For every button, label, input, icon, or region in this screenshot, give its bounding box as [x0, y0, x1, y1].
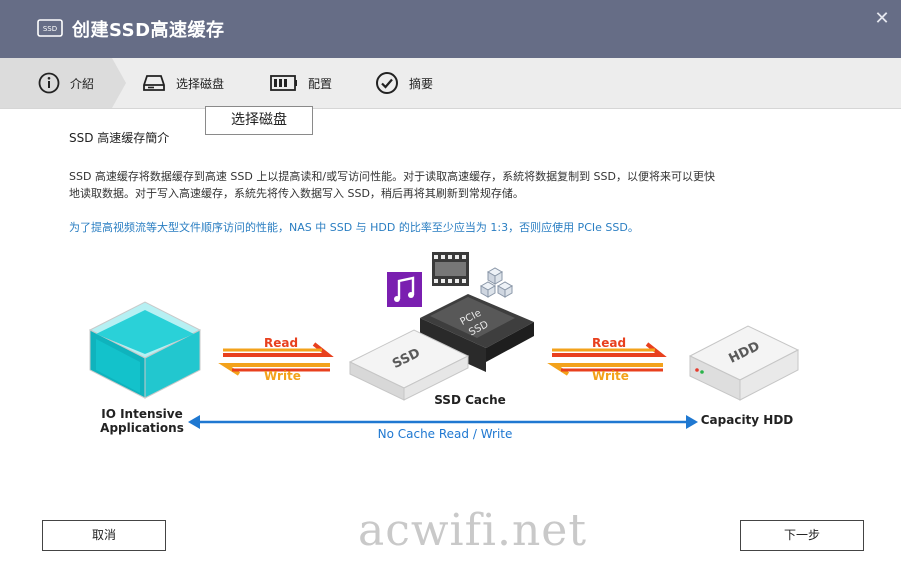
- step-label: 选择磁盘: [176, 76, 225, 91]
- disk-icon: [143, 75, 165, 91]
- cancel-button[interactable]: 取消: [42, 520, 166, 551]
- title-bar: SSD 创建SSD高速缓存 ✕: [0, 0, 901, 58]
- select-disk-tooltip: 选择磁盘: [205, 106, 313, 135]
- step-active-arrow: [112, 58, 126, 108]
- left-read-write-arrows: [218, 342, 334, 376]
- step-summary: 摘要: [375, 58, 433, 108]
- film-icon: [432, 252, 469, 286]
- right-read-label: Read: [592, 336, 627, 350]
- left-write-label: Write: [264, 369, 301, 383]
- left-read-label: Read: [264, 336, 299, 350]
- no-cache-double-arrow: [188, 415, 698, 429]
- close-icon[interactable]: ✕: [874, 8, 890, 29]
- capacity-hdd-label: Capacity HDD: [700, 413, 794, 427]
- right-write-label: Write: [592, 369, 629, 383]
- watermark: acwifi.net: [358, 505, 588, 556]
- step-select-disk: 选择磁盘: [142, 58, 224, 108]
- close-button[interactable]: ✕: [871, 8, 893, 30]
- intro-note: 为了提高视频流等大型文件顺序访问的性能，NAS 中 SSD 与 HDD 的比率至…: [69, 221, 639, 234]
- wizard-steps: 介紹 选择磁盘 配置 摘要: [0, 58, 901, 109]
- application-cube-icon: [88, 301, 202, 399]
- step-config: 配置: [270, 58, 332, 108]
- step-intro: 介紹: [38, 58, 94, 108]
- data-blocks-icon: [479, 267, 514, 298]
- check-circle-icon: [376, 72, 398, 94]
- next-button[interactable]: 下一步: [740, 520, 864, 551]
- app-label: IO Intensive Applications: [92, 407, 192, 435]
- pcie-ssd-card-icon: PCIe SSD: [420, 294, 534, 372]
- no-cache-label: No Cache Read / Write: [377, 427, 513, 441]
- window-title: 创建SSD高速缓存: [72, 20, 225, 41]
- app-label-line-2: Applications: [100, 421, 184, 435]
- ssd-icon: SSD: [37, 19, 63, 37]
- intro-line-2: 地读取数据。对于写入高速缓存，系統先将传入数据写入 SSD，稍后再将其刷新到常规…: [69, 187, 524, 200]
- intro-line-1: SSD 高速缓存将数据缓存到高速 SSD 上以提高读和/或写访问性能。对于读取高…: [69, 170, 715, 183]
- hdd-drive-icon: HDD: [688, 325, 800, 401]
- right-read-write-arrows: [547, 342, 667, 376]
- intro-heading: SSD 高速缓存簡介: [69, 131, 170, 145]
- step-label: 配置: [308, 76, 333, 91]
- step-active-highlight: [0, 58, 112, 108]
- step-label: 摘要: [409, 76, 434, 91]
- config-icon: [270, 75, 297, 91]
- ssd-cache-label: SSD Cache: [434, 393, 506, 407]
- info-icon: [38, 72, 60, 94]
- app-label-line-1: IO Intensive: [101, 407, 183, 421]
- step-label: 介紹: [70, 76, 95, 91]
- svg-text:SSD: SSD: [43, 25, 57, 33]
- intro-paragraph: SSD 高速缓存将数据缓存到高速 SSD 上以提高读和/或写访问性能。对于读取高…: [69, 168, 839, 202]
- ssd-drive-icon: SSD: [348, 329, 470, 401]
- music-icon: [387, 272, 422, 307]
